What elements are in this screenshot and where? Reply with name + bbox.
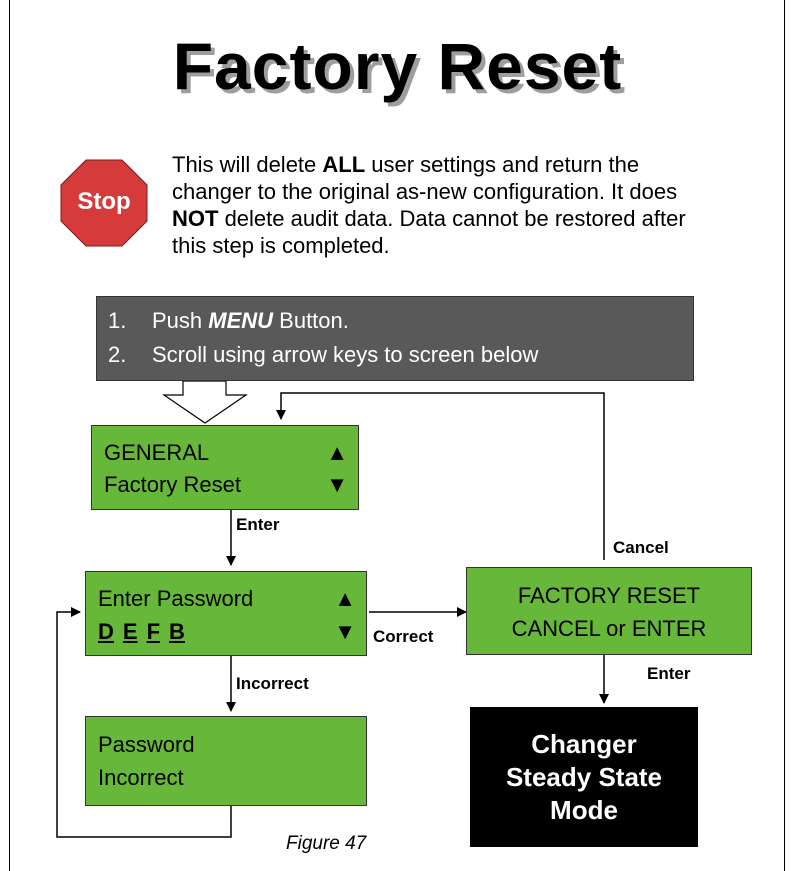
cancel-label: Cancel — [613, 538, 669, 557]
figure-caption: Figure 47 — [286, 833, 367, 854]
cancel-connector — [276, 392, 605, 560]
enter-label: Enter — [236, 515, 280, 534]
up-arrow-icon: ▲ — [326, 440, 348, 465]
hollow-down-arrow — [162, 380, 248, 424]
correct-label: Correct — [373, 627, 434, 646]
retry-connector — [56, 607, 232, 838]
page-title: Factory Reset — [172, 29, 623, 103]
general-screen: GENERAL Factory Reset ▲ ▼ — [91, 425, 359, 510]
enter2-label: Enter — [647, 664, 691, 683]
instruction-box: 1.Push MENU Button. 2.Scroll using arrow… — [96, 296, 694, 381]
instruction-step-2: 2.Scroll using arrow keys to screen belo… — [108, 342, 539, 367]
factory-reset-screen: FACTORY RESET CANCEL or ENTER — [466, 567, 752, 655]
warning-text: This will delete ALL user settings and r… — [172, 152, 686, 258]
incorrect-label: Incorrect — [236, 674, 309, 693]
up-arrow-icon: ▲ — [334, 586, 356, 611]
stop-label: Stop — [77, 188, 131, 215]
steady-state-box: Changer Steady State Mode — [470, 707, 698, 847]
stop-sign-icon: Stop — [60, 158, 148, 246]
incorrect-screen: Password Incorrect — [85, 716, 367, 806]
down-arrow-icon: ▼ — [326, 472, 348, 497]
stop-octagon — [60, 159, 148, 247]
down-arrow-icon: ▼ — [334, 619, 356, 644]
instruction-step-1: 1.Push MENU Button. — [108, 308, 349, 333]
